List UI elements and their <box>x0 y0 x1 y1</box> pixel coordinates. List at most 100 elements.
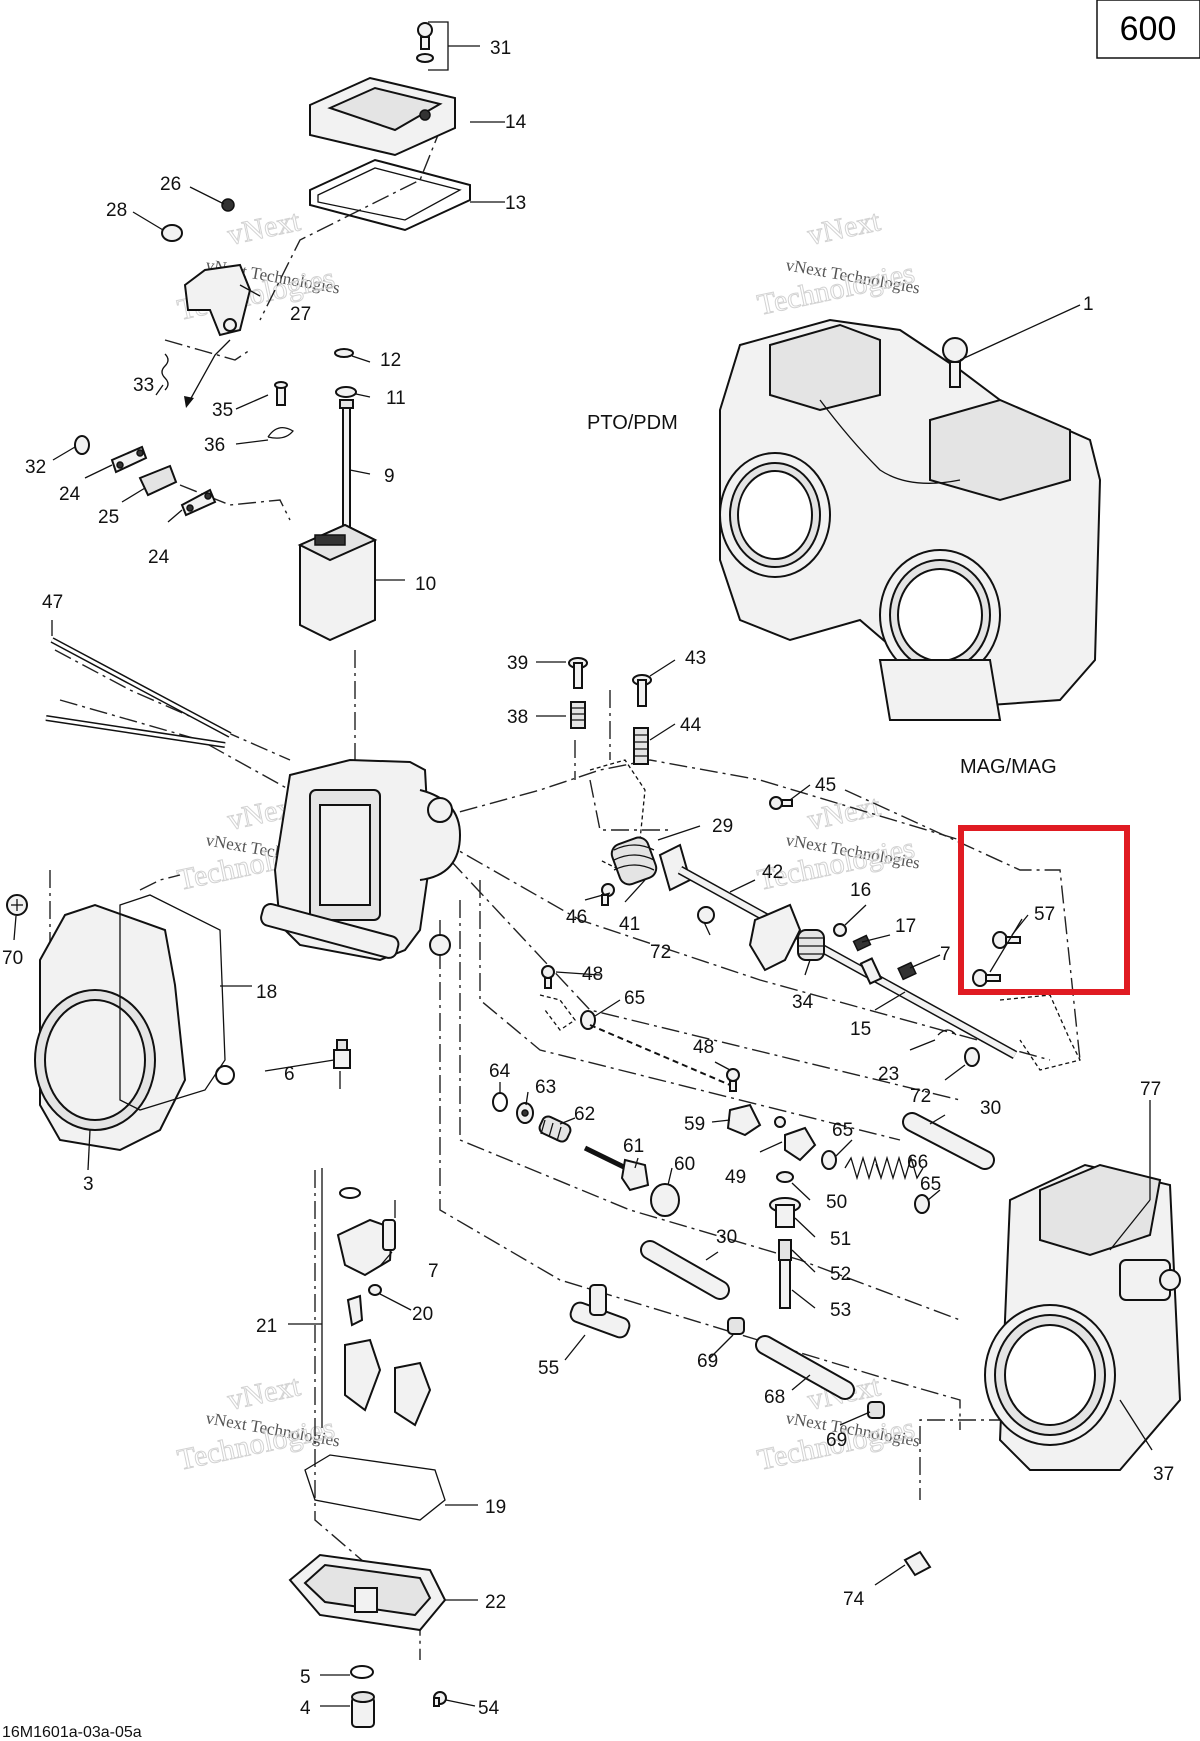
callout-65c: 65 <box>920 1174 941 1195</box>
watermark-top-right: vNext vNext Technologies Technologies <box>754 204 921 323</box>
part-48-screw-top <box>541 965 555 989</box>
assembly-arrow <box>189 339 231 401</box>
part-7-spring-top <box>897 961 917 981</box>
svg-text:vNext: vNext <box>225 1369 304 1417</box>
callout-43: 43 <box>685 648 706 669</box>
part-6-jet <box>333 1039 351 1069</box>
callout-45: 45 <box>815 775 836 796</box>
part-7-jet-lower <box>382 1219 396 1251</box>
callout-41: 41 <box>619 914 640 935</box>
callout-30-upper: 30 <box>980 1098 1001 1119</box>
callout-68: 68 <box>764 1387 785 1408</box>
callout-35: 35 <box>212 400 233 421</box>
part-69-clamp-lower <box>867 1401 885 1419</box>
callout-47: 47 <box>42 592 63 613</box>
callout-16: 16 <box>850 880 871 901</box>
callout-48b: 48 <box>693 1037 714 1058</box>
callout-64: 64 <box>489 1061 511 1082</box>
callout-24a: 24 <box>59 484 81 505</box>
part-31-screw <box>416 22 434 63</box>
part-60-cap <box>650 1183 680 1217</box>
callout-77: 77 <box>1140 1079 1161 1100</box>
callout-65b: 65 <box>832 1120 853 1141</box>
callout-31: 31 <box>490 38 511 59</box>
callout-72a: 72 <box>650 942 671 963</box>
part-69-clamp-upper <box>727 1317 745 1335</box>
callout-17: 17 <box>895 916 916 937</box>
callout-61: 61 <box>623 1136 644 1157</box>
callout-63: 63 <box>535 1077 556 1098</box>
callout-20: 20 <box>412 1304 433 1325</box>
part-21-float-assembly <box>321 1168 432 1428</box>
model-badge-text: 600 <box>1120 10 1177 48</box>
part-11-ring <box>335 386 357 398</box>
callout-37: 37 <box>1153 1464 1174 1485</box>
part-33-spring <box>161 353 169 391</box>
callouts: 31 14 13 26 28 27 1 12 33 35 11 36 32 9 … <box>2 38 1174 1719</box>
callout-52: 52 <box>830 1264 851 1285</box>
part-24-link-bottom <box>180 488 217 517</box>
callout-13: 13 <box>505 193 526 214</box>
callout-30-lower: 30 <box>716 1227 737 1248</box>
callout-62: 62 <box>574 1104 595 1125</box>
callout-22-final: 22 <box>485 1592 506 1613</box>
part-20-fitting <box>368 1284 382 1296</box>
svg-text:vNext: vNext <box>805 789 884 837</box>
part-50-ring <box>776 1171 794 1183</box>
callout-6: 6 <box>284 1064 295 1085</box>
part-bracket-right <box>999 994 1081 1071</box>
callout-32: 32 <box>25 457 46 478</box>
part-22-float-bowl <box>288 1553 447 1632</box>
callout-9: 9 <box>384 466 395 487</box>
svg-text:vNext: vNext <box>225 204 304 252</box>
part-36-clip <box>267 426 294 439</box>
callout-74: 74 <box>843 1589 865 1610</box>
part-65-washer-top <box>580 1010 596 1030</box>
callout-48a: 48 <box>582 964 603 985</box>
part-26-nut <box>221 198 235 212</box>
part-53-plunger <box>779 1259 791 1309</box>
part-43-screw <box>632 674 652 707</box>
part-54-screw <box>433 1691 447 1707</box>
part-30-tube-lower <box>640 1240 730 1300</box>
callout-38: 38 <box>507 707 528 728</box>
callout-1: 1 <box>1083 294 1094 315</box>
highlight-box <box>958 825 1130 995</box>
svg-text:vNext: vNext <box>805 204 884 252</box>
callout-7a: 7 <box>940 944 951 965</box>
part-16-screw <box>833 923 847 937</box>
part-52-spring <box>778 1239 792 1261</box>
drawing-number: 16M1601a-03a-05a <box>2 1724 142 1741</box>
callout-3: 3 <box>83 1174 94 1195</box>
part-throttle-lever <box>748 903 802 972</box>
part-47-bolts <box>45 637 232 748</box>
part-44-spring <box>633 727 649 765</box>
part-27-lever <box>183 263 252 337</box>
callout-65a: 65 <box>624 988 645 1009</box>
part-66-spring <box>844 1155 924 1181</box>
callout-44: 44 <box>680 715 702 736</box>
callout-70: 70 <box>2 948 23 969</box>
part-45-screw <box>769 796 793 810</box>
callout-53: 53 <box>830 1300 851 1321</box>
part-4-drain-plug <box>351 1691 375 1728</box>
callout-4: 4 <box>300 1698 311 1719</box>
part-10-slide <box>297 523 378 642</box>
callout-60: 60 <box>674 1154 695 1175</box>
callout-39: 39 <box>507 653 528 674</box>
part-25-connector <box>138 464 178 497</box>
callout-18: 18 <box>256 982 277 1003</box>
leader-lines <box>13 21 1153 1707</box>
callout-7b: 7 <box>428 1261 439 1282</box>
part-18-gasket <box>119 894 235 1111</box>
part-38-spring <box>570 701 586 729</box>
model-badge: 600 <box>1096 0 1200 59</box>
callout-69b: 69 <box>826 1430 847 1451</box>
callout-42: 42 <box>762 862 783 883</box>
part-39-screw <box>568 657 588 689</box>
part-42-throttle-shaft <box>677 866 1018 1059</box>
part-74-plug <box>903 1550 932 1577</box>
part-62-spring <box>538 1115 572 1143</box>
callout-26: 26 <box>160 174 181 195</box>
